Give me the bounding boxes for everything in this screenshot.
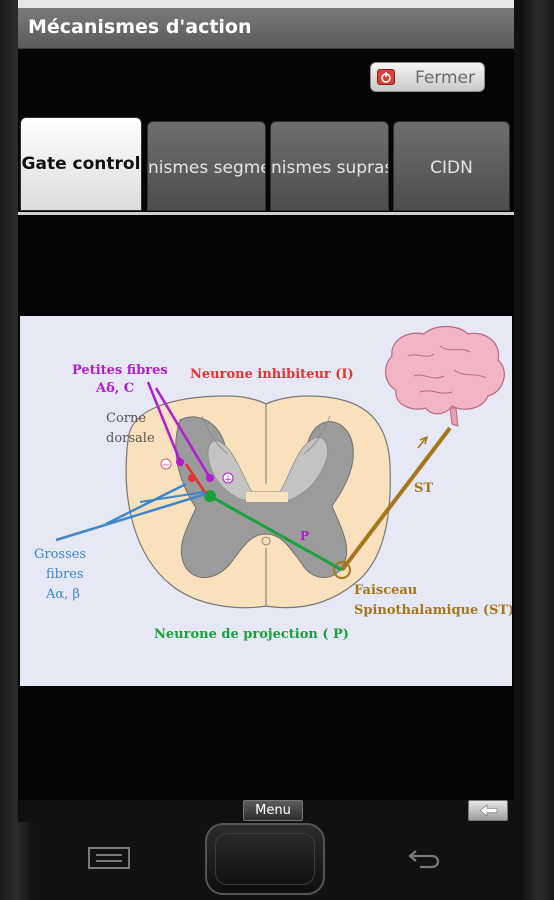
projection-neuron-axon bbox=[209, 494, 343, 572]
brain-icon bbox=[385, 325, 505, 427]
inhibitory-neuron bbox=[184, 463, 208, 495]
small-fibre bbox=[154, 387, 212, 479]
back-button[interactable] bbox=[468, 800, 508, 821]
page-title: Mécanismes d'action bbox=[28, 16, 252, 38]
status-strip bbox=[18, 0, 514, 8]
excitation-marker bbox=[222, 472, 234, 484]
st-arrowhead bbox=[419, 435, 429, 445]
tab-mecanismes-supraspinaux[interactable]: nismes supras bbox=[270, 121, 389, 211]
menu-button[interactable]: Menu bbox=[243, 800, 303, 821]
label-spinothalamique: Spinothalamique (ST) bbox=[354, 603, 512, 618]
dorsal-horn bbox=[207, 436, 328, 501]
close-button-label: Fermer bbox=[415, 68, 476, 88]
small-fibre bbox=[146, 381, 184, 467]
tract-line bbox=[201, 415, 229, 455]
label-fibres: fibres bbox=[46, 567, 84, 582]
menu-hardware-icon[interactable] bbox=[88, 847, 130, 869]
tab-label: CIDN bbox=[430, 158, 473, 178]
large-fibre bbox=[139, 491, 205, 503]
back-hardware-icon[interactable] bbox=[402, 845, 446, 871]
label-grosses: Grosses bbox=[34, 547, 86, 562]
inhibitory-neuron-body bbox=[188, 474, 196, 482]
tab-bar: Gate control nismes segme nismes supras … bbox=[18, 117, 514, 215]
minus-sign: − bbox=[162, 460, 170, 471]
gate-control-diagram: − + Petites fibres Aδ, C Neurone inhibit… bbox=[20, 316, 514, 686]
inhibition-marker bbox=[160, 458, 172, 470]
label-corne: Corne bbox=[106, 411, 146, 426]
screen: Mécanismes d'action Fermer Gate control … bbox=[18, 0, 514, 800]
power-icon bbox=[377, 69, 395, 85]
tab-underline bbox=[18, 212, 514, 215]
tab-gate-control[interactable]: Gate control bbox=[20, 117, 142, 211]
st-synapse bbox=[333, 561, 351, 579]
label-p: P bbox=[300, 529, 309, 543]
large-fibre bbox=[105, 482, 187, 526]
label-dorsale: dorsale bbox=[106, 431, 155, 446]
projection-neuron-body bbox=[204, 490, 216, 502]
home-hardware-button[interactable] bbox=[205, 823, 325, 895]
back-arrow-icon bbox=[479, 804, 498, 817]
spinothalamic-tract bbox=[340, 426, 452, 572]
tab-label: nismes segme bbox=[148, 158, 266, 178]
central-commissure bbox=[246, 492, 288, 502]
label-petites-fibres: Petites fibres bbox=[72, 363, 168, 378]
small-fibre-terminal bbox=[176, 458, 184, 466]
plus-sign: + bbox=[224, 475, 232, 485]
label-fibres-types: Aα, β bbox=[45, 587, 80, 602]
tab-label: Gate control bbox=[21, 154, 141, 174]
small-fibre-terminal bbox=[206, 474, 214, 482]
label-neurone-inhibiteur: Neurone inhibiteur (I) bbox=[190, 367, 354, 382]
tract-line bbox=[303, 415, 331, 455]
title-bar: Mécanismes d'action bbox=[18, 8, 514, 49]
st-arrow bbox=[417, 437, 427, 449]
tab-label: nismes supras bbox=[271, 158, 389, 178]
close-button[interactable]: Fermer bbox=[370, 62, 485, 92]
tab-mecanismes-segmentaires[interactable]: nismes segme bbox=[147, 121, 266, 211]
large-fibre bbox=[55, 492, 207, 542]
label-petites-fibres-types: Aδ, C bbox=[95, 381, 134, 396]
label-neurone-projection: Neurone de projection ( P) bbox=[154, 627, 349, 642]
label-st: ST bbox=[414, 481, 433, 496]
tab-cidn[interactable]: CIDN bbox=[393, 121, 510, 211]
central-canal bbox=[261, 536, 271, 546]
label-faisceau: Faisceau bbox=[354, 583, 417, 598]
